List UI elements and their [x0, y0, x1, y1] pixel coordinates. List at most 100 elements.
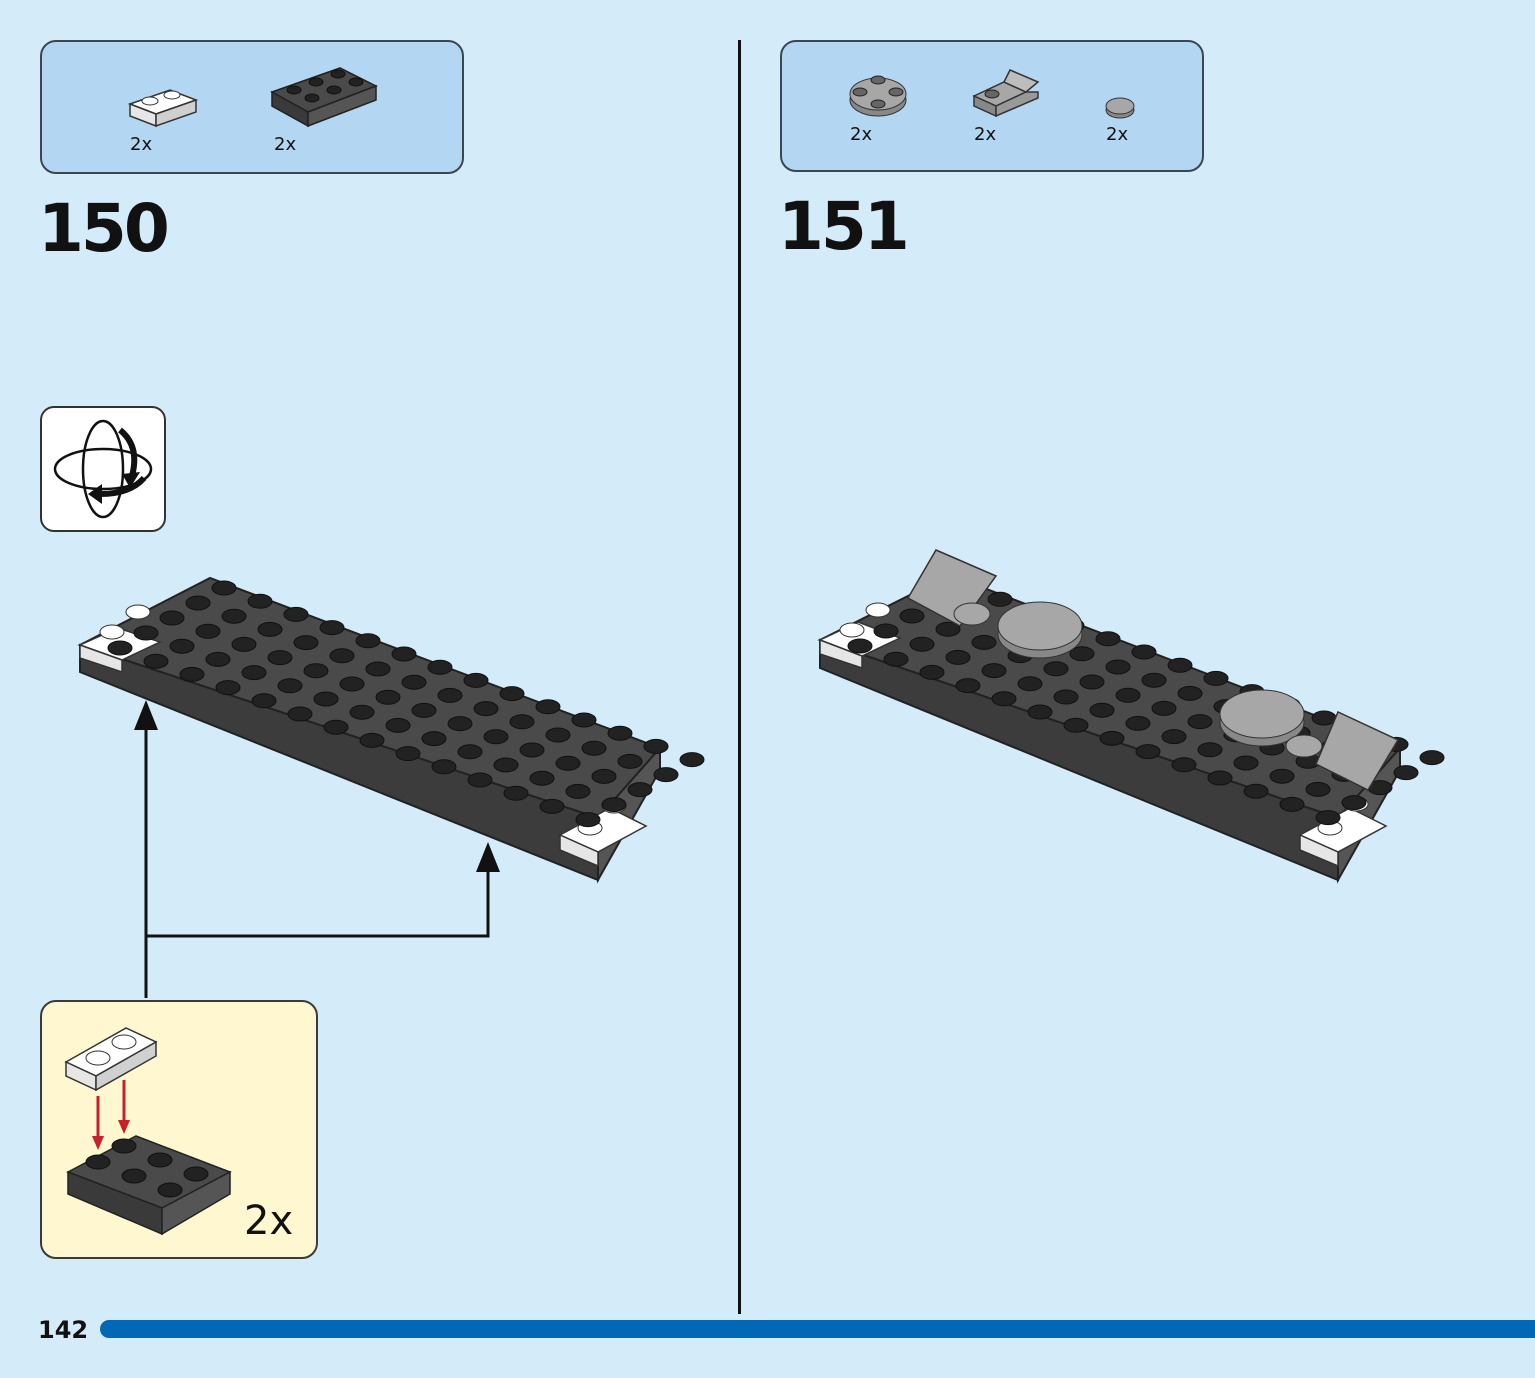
stud [267, 650, 293, 666]
stud [1027, 704, 1053, 720]
stud [401, 674, 427, 690]
round-tile-1x1-icon [1105, 97, 1135, 119]
stud [411, 702, 437, 718]
stud [221, 608, 247, 624]
stud [1017, 676, 1043, 692]
rotate-model-icon [53, 419, 153, 519]
stud [1393, 765, 1419, 781]
stud [323, 719, 349, 735]
stud [535, 699, 561, 715]
stud [107, 640, 133, 656]
stud [257, 621, 283, 637]
stud [1171, 757, 1197, 773]
stud [365, 661, 391, 677]
stud [545, 727, 571, 743]
stud [575, 812, 601, 828]
stud [185, 595, 211, 611]
stud [565, 783, 591, 799]
bracket-icon [972, 69, 1040, 118]
stud [349, 704, 375, 720]
subassembly-callout [40, 1000, 318, 1259]
page-progress-bar [100, 1320, 1535, 1338]
stud [653, 767, 679, 783]
stud [503, 785, 529, 801]
step-divider [738, 40, 741, 1314]
stud [427, 659, 453, 675]
stud [607, 725, 633, 741]
stud [1135, 744, 1161, 760]
round-plate-2x2-icon [849, 75, 907, 117]
stud [359, 732, 385, 748]
stud [283, 606, 309, 622]
stud [1203, 670, 1229, 686]
stud [277, 678, 303, 694]
stud [133, 625, 159, 641]
stud [385, 717, 411, 733]
stud [391, 646, 417, 662]
stud [1243, 783, 1269, 799]
stud [981, 663, 1007, 679]
model-step-151 [817, 549, 1445, 884]
stud [431, 759, 457, 775]
subassembly-diagram [64, 1027, 232, 1236]
stud [679, 752, 705, 768]
stud [1207, 770, 1233, 786]
part-qty: 2x [850, 124, 873, 145]
stud [1079, 674, 1105, 690]
stud [1095, 631, 1121, 647]
stud [529, 770, 555, 786]
dark-grey-plate-2x3-icon [270, 67, 378, 128]
stud [215, 680, 241, 696]
stud [847, 638, 873, 654]
stud [287, 706, 313, 722]
stud [493, 757, 519, 773]
stud [643, 738, 669, 754]
stud [1305, 781, 1331, 797]
stud [581, 740, 607, 756]
stud [447, 716, 473, 732]
stud [499, 686, 525, 702]
stud [1233, 755, 1259, 771]
stud [339, 676, 365, 692]
stud [1115, 687, 1141, 703]
stud [467, 772, 493, 788]
stud [1105, 659, 1131, 675]
stud [991, 691, 1017, 707]
stud [509, 714, 535, 730]
stud [899, 608, 925, 624]
stud [473, 701, 499, 717]
stud [205, 651, 231, 667]
stud [463, 672, 489, 688]
stud [375, 689, 401, 705]
stud [251, 693, 277, 709]
model-step-150 [77, 576, 705, 998]
subassembly-qty: 2x [244, 1198, 294, 1244]
part-qty: 2x [130, 134, 153, 155]
stud [313, 691, 339, 707]
part-qty: 2x [274, 134, 297, 155]
stud [539, 798, 565, 814]
stud [143, 653, 169, 669]
stud [195, 623, 221, 639]
stud [355, 633, 381, 649]
stud [1167, 657, 1193, 673]
stud [483, 729, 509, 745]
stud [1141, 672, 1167, 688]
stud [1187, 714, 1213, 730]
part-qty: 2x [1106, 124, 1129, 145]
stud [1053, 689, 1079, 705]
white-plate-1x2-icon [127, 89, 199, 128]
stud [1161, 729, 1187, 745]
stud [1063, 717, 1089, 733]
stud [1341, 795, 1367, 811]
stud [1089, 702, 1115, 718]
stud [935, 621, 961, 637]
stud [211, 580, 237, 596]
stud [945, 649, 971, 665]
stud [421, 731, 447, 747]
stud [555, 755, 581, 771]
stud [1177, 685, 1203, 701]
stud [601, 797, 627, 813]
stud [519, 742, 545, 758]
stud [627, 782, 653, 798]
